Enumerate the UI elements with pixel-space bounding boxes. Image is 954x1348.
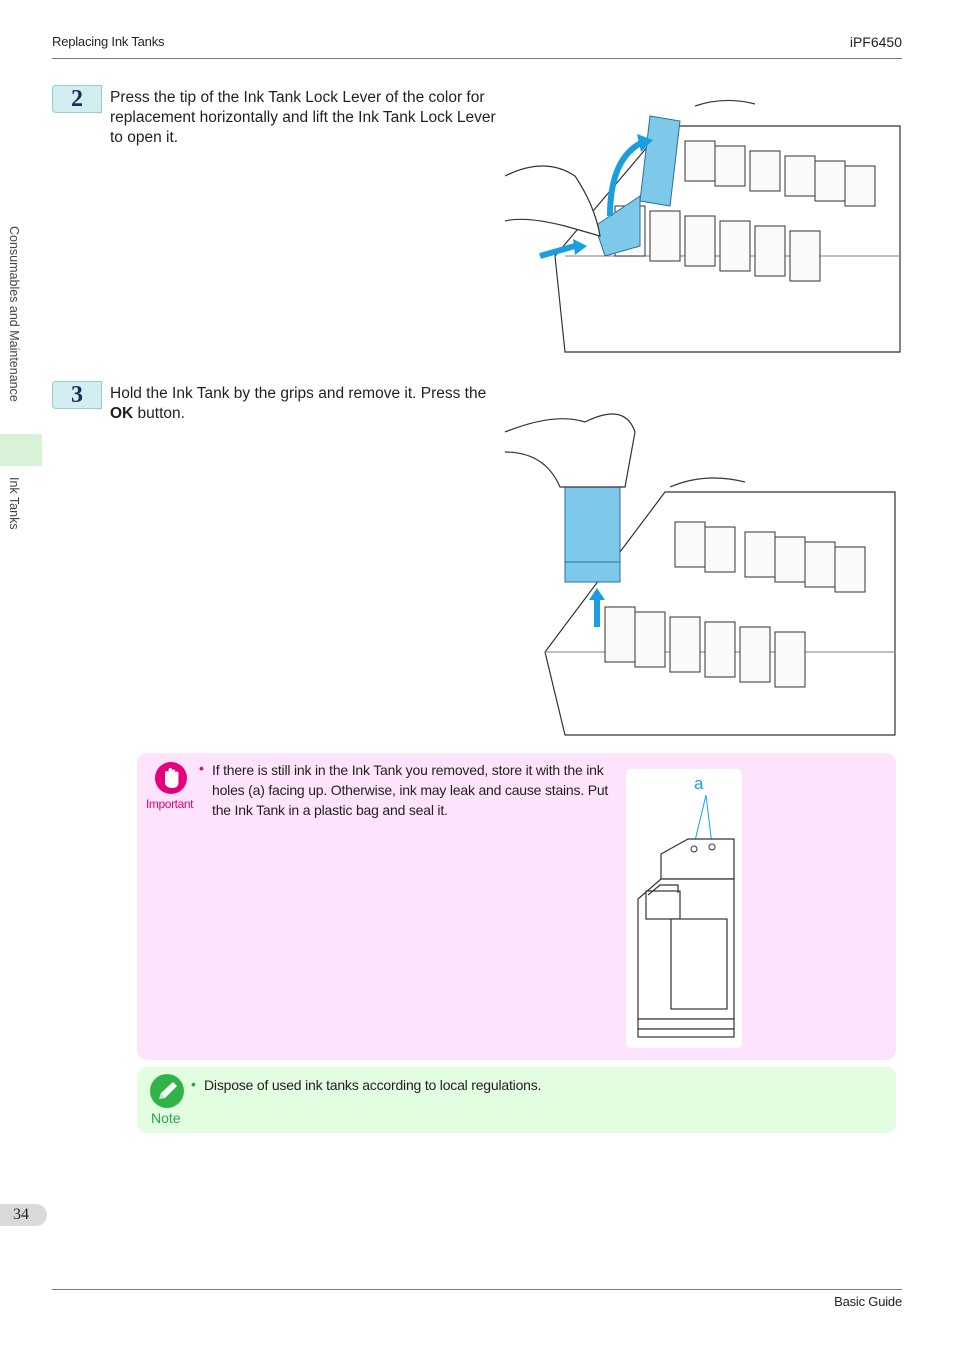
side-nav-active-tab (0, 434, 42, 466)
ink-tank-figure: a (626, 769, 742, 1048)
step-3-text-start: Hold the Ink Tank by the grips and remov… (110, 385, 487, 402)
ink-hole-callout: a (694, 774, 704, 793)
important-hand-icon (155, 762, 187, 794)
step-number-3: 3 (52, 381, 102, 409)
pencil-icon (150, 1074, 184, 1108)
step-3-text-end: button. (133, 405, 185, 422)
step-2-text: Press the tip of the Ink Tank Lock Lever… (110, 89, 496, 146)
side-nav-topic[interactable]: Ink Tanks (7, 477, 21, 530)
important-box (137, 753, 896, 1060)
important-label: Important (146, 797, 194, 811)
note-box (137, 1067, 896, 1133)
header-divider (52, 58, 902, 59)
note-label: Note (151, 1110, 181, 1126)
note-bullet-marker: • (191, 1076, 196, 1092)
ok-button-label: OK (110, 405, 134, 422)
step-number-2: 2 (52, 85, 102, 113)
page-number: 34 (0, 1204, 47, 1226)
lock-lever-illustration (504, 99, 901, 353)
remove-ink-tank-illustration (504, 413, 896, 736)
running-header-section: Replacing Ink Tanks (52, 34, 165, 49)
side-navigation: Consumables and Maintenance Ink Tanks (0, 0, 42, 1348)
important-bullet-marker: • (199, 760, 204, 776)
side-nav-chapter[interactable]: Consumables and Maintenance (7, 226, 21, 402)
running-header-model: iPF6450 (849, 34, 902, 50)
footer-guide-title: Basic Guide (834, 1294, 902, 1309)
important-text: If there is still ink in the Ink Tank yo… (212, 762, 609, 818)
step-3-text: Hold the Ink Tank by the grips and remov… (110, 384, 500, 424)
footer-divider (52, 1289, 902, 1290)
note-text: Dispose of used ink tanks according to l… (204, 1077, 542, 1093)
